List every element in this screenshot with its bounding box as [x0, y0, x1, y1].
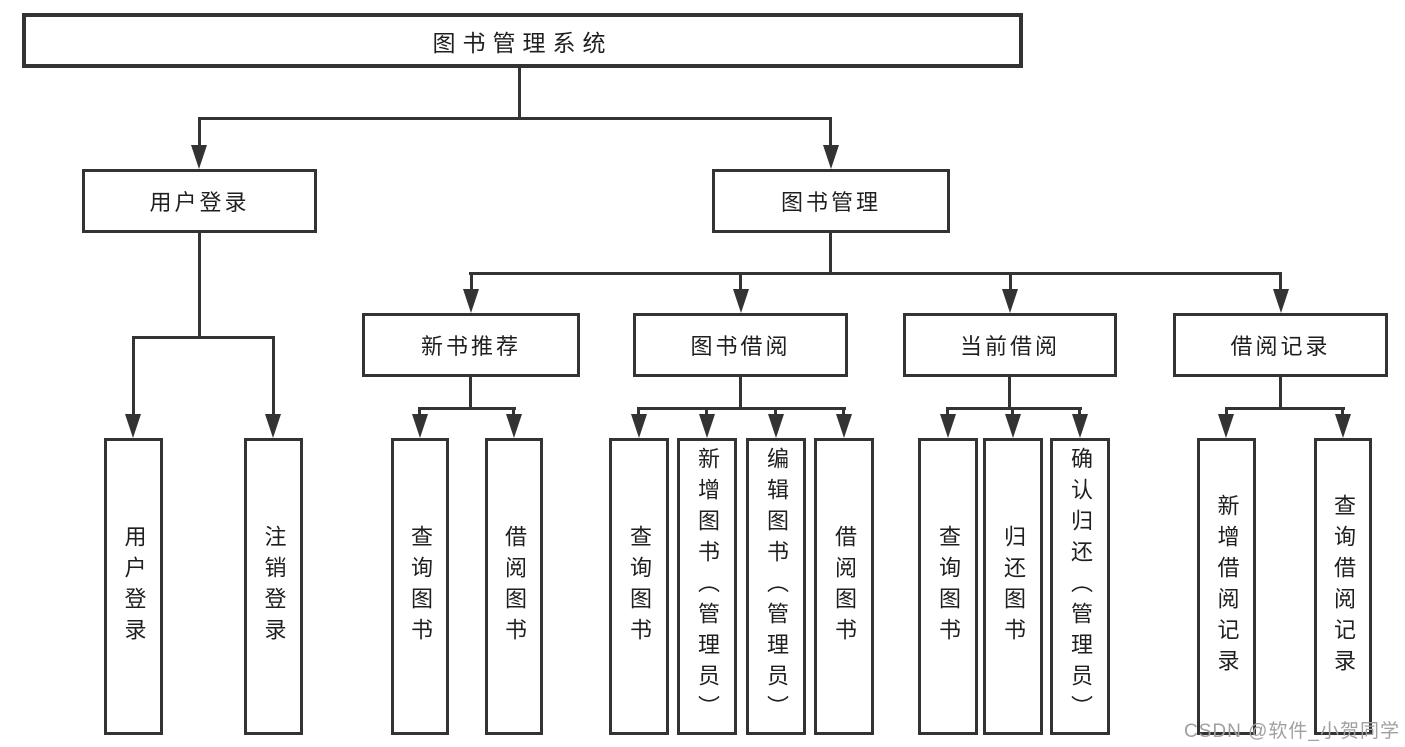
node-label: 新增借阅记录	[1214, 493, 1240, 680]
connector-arrow-down-icon	[1005, 414, 1021, 438]
leaf-query-books-borrowing: 查询图书	[609, 438, 669, 735]
node-book-management: 图书管理	[712, 169, 950, 233]
node-label: 归还图书	[1001, 524, 1026, 649]
node-label: 新书推荐	[420, 334, 521, 359]
node-label: 借阅图书	[502, 524, 527, 649]
connector-arrow-down-icon	[412, 414, 428, 438]
connector-line	[132, 336, 135, 416]
connector-line	[132, 336, 275, 339]
node-user-login: 用户登录	[82, 169, 317, 233]
connector-line	[1279, 377, 1282, 407]
connector-line	[518, 66, 521, 117]
connector-line	[705, 407, 708, 417]
leaf-return-books: 归还图书	[983, 438, 1043, 735]
connector-line	[637, 407, 640, 417]
connector-line	[272, 336, 275, 416]
connector-arrow-down-icon	[463, 289, 479, 313]
connector-line	[469, 377, 472, 407]
connector-line	[739, 377, 742, 407]
connector-arrow-down-icon	[125, 414, 141, 438]
connector-line	[637, 407, 846, 410]
connector-arrow-down-icon	[823, 145, 839, 169]
node-label: 编辑图书（管理员）	[764, 447, 789, 726]
node-borrowing-records: 借阅记录	[1173, 313, 1388, 377]
connector-arrow-down-icon	[191, 145, 207, 169]
connector-arrow-down-icon	[1002, 289, 1018, 313]
connector-arrow-down-icon	[265, 414, 281, 438]
node-label: 用户登录	[121, 524, 147, 649]
leaf-logout: 注销登录	[244, 438, 303, 735]
connector-line	[1009, 272, 1012, 294]
node-label: 查询图书	[408, 524, 433, 649]
node-label: 注销登录	[261, 524, 287, 649]
connector-arrow-down-icon	[699, 414, 715, 438]
connector-arrow-down-icon	[1273, 289, 1289, 313]
connector-arrow-down-icon	[631, 414, 647, 438]
leaf-borrow-books: 借阅图书	[814, 438, 874, 735]
node-label: 查询图书	[627, 524, 652, 649]
leaf-confirm-return-admin: 确认归还（管理员）	[1050, 438, 1110, 735]
connector-arrow-down-icon	[733, 289, 749, 313]
node-current-borrowing: 当前借阅	[903, 313, 1117, 377]
connector-line	[946, 407, 949, 417]
connector-line	[829, 117, 832, 147]
connector-line	[1225, 407, 1345, 410]
connector-arrow-down-icon	[1218, 414, 1234, 438]
leaf-user-login: 用户登录	[104, 438, 163, 735]
connector-line	[198, 233, 201, 336]
connector-line	[198, 117, 832, 120]
connector-line	[829, 233, 832, 272]
node-label: 图书借阅	[690, 334, 791, 359]
leaf-query-borrow-record: 查询借阅记录	[1314, 438, 1372, 735]
leaf-add-borrow-record: 新增借阅记录	[1197, 438, 1256, 735]
leaf-query-books-recommend: 查询图书	[391, 438, 449, 735]
node-label: 确认归还（管理员）	[1068, 447, 1093, 726]
connector-line	[1008, 377, 1011, 407]
connector-line	[842, 407, 845, 417]
connector-arrow-down-icon	[506, 414, 522, 438]
node-label: 图书管理系统	[432, 29, 613, 56]
leaf-query-books-current: 查询图书	[918, 438, 978, 735]
connector-line	[1078, 407, 1081, 417]
connector-arrow-down-icon	[768, 414, 784, 438]
connector-line	[469, 272, 1282, 275]
connector-arrow-down-icon	[940, 414, 956, 438]
connector-line	[1225, 407, 1228, 417]
leaf-add-books-admin: 新增图书（管理员）	[677, 438, 737, 735]
connector-line	[1279, 272, 1282, 294]
node-label: 新增图书（管理员）	[695, 447, 720, 726]
node-library-system-root: 图书管理系统	[22, 13, 1023, 68]
node-label: 借阅图书	[832, 524, 857, 649]
connector-line	[198, 117, 201, 147]
leaf-borrow-books-recommend: 借阅图书	[485, 438, 543, 735]
connector-line	[739, 272, 742, 294]
leaf-edit-books-admin: 编辑图书（管理员）	[746, 438, 806, 735]
node-book-borrowing: 图书借阅	[633, 313, 848, 377]
node-label: 图书管理	[780, 190, 881, 215]
connector-line	[1011, 407, 1014, 417]
connector-line	[512, 407, 515, 417]
connector-line	[774, 407, 777, 417]
node-new-book-recommendation: 新书推荐	[362, 313, 580, 377]
connector-line	[946, 407, 1082, 410]
node-label: 查询借阅记录	[1331, 493, 1356, 680]
node-label: 当前借阅	[959, 334, 1060, 359]
connector-arrow-down-icon	[1072, 414, 1088, 438]
connector-line	[470, 272, 473, 294]
connector-line	[418, 407, 516, 410]
node-label: 借阅记录	[1230, 334, 1331, 359]
node-label: 用户登录	[149, 190, 250, 215]
connector-line	[418, 407, 421, 417]
node-label: 查询图书	[936, 524, 961, 649]
connector-arrow-down-icon	[836, 414, 852, 438]
csdn-watermark: CSDN @软件_小贺同学	[1184, 721, 1400, 742]
connector-line	[1341, 407, 1344, 417]
connector-arrow-down-icon	[1335, 414, 1351, 438]
